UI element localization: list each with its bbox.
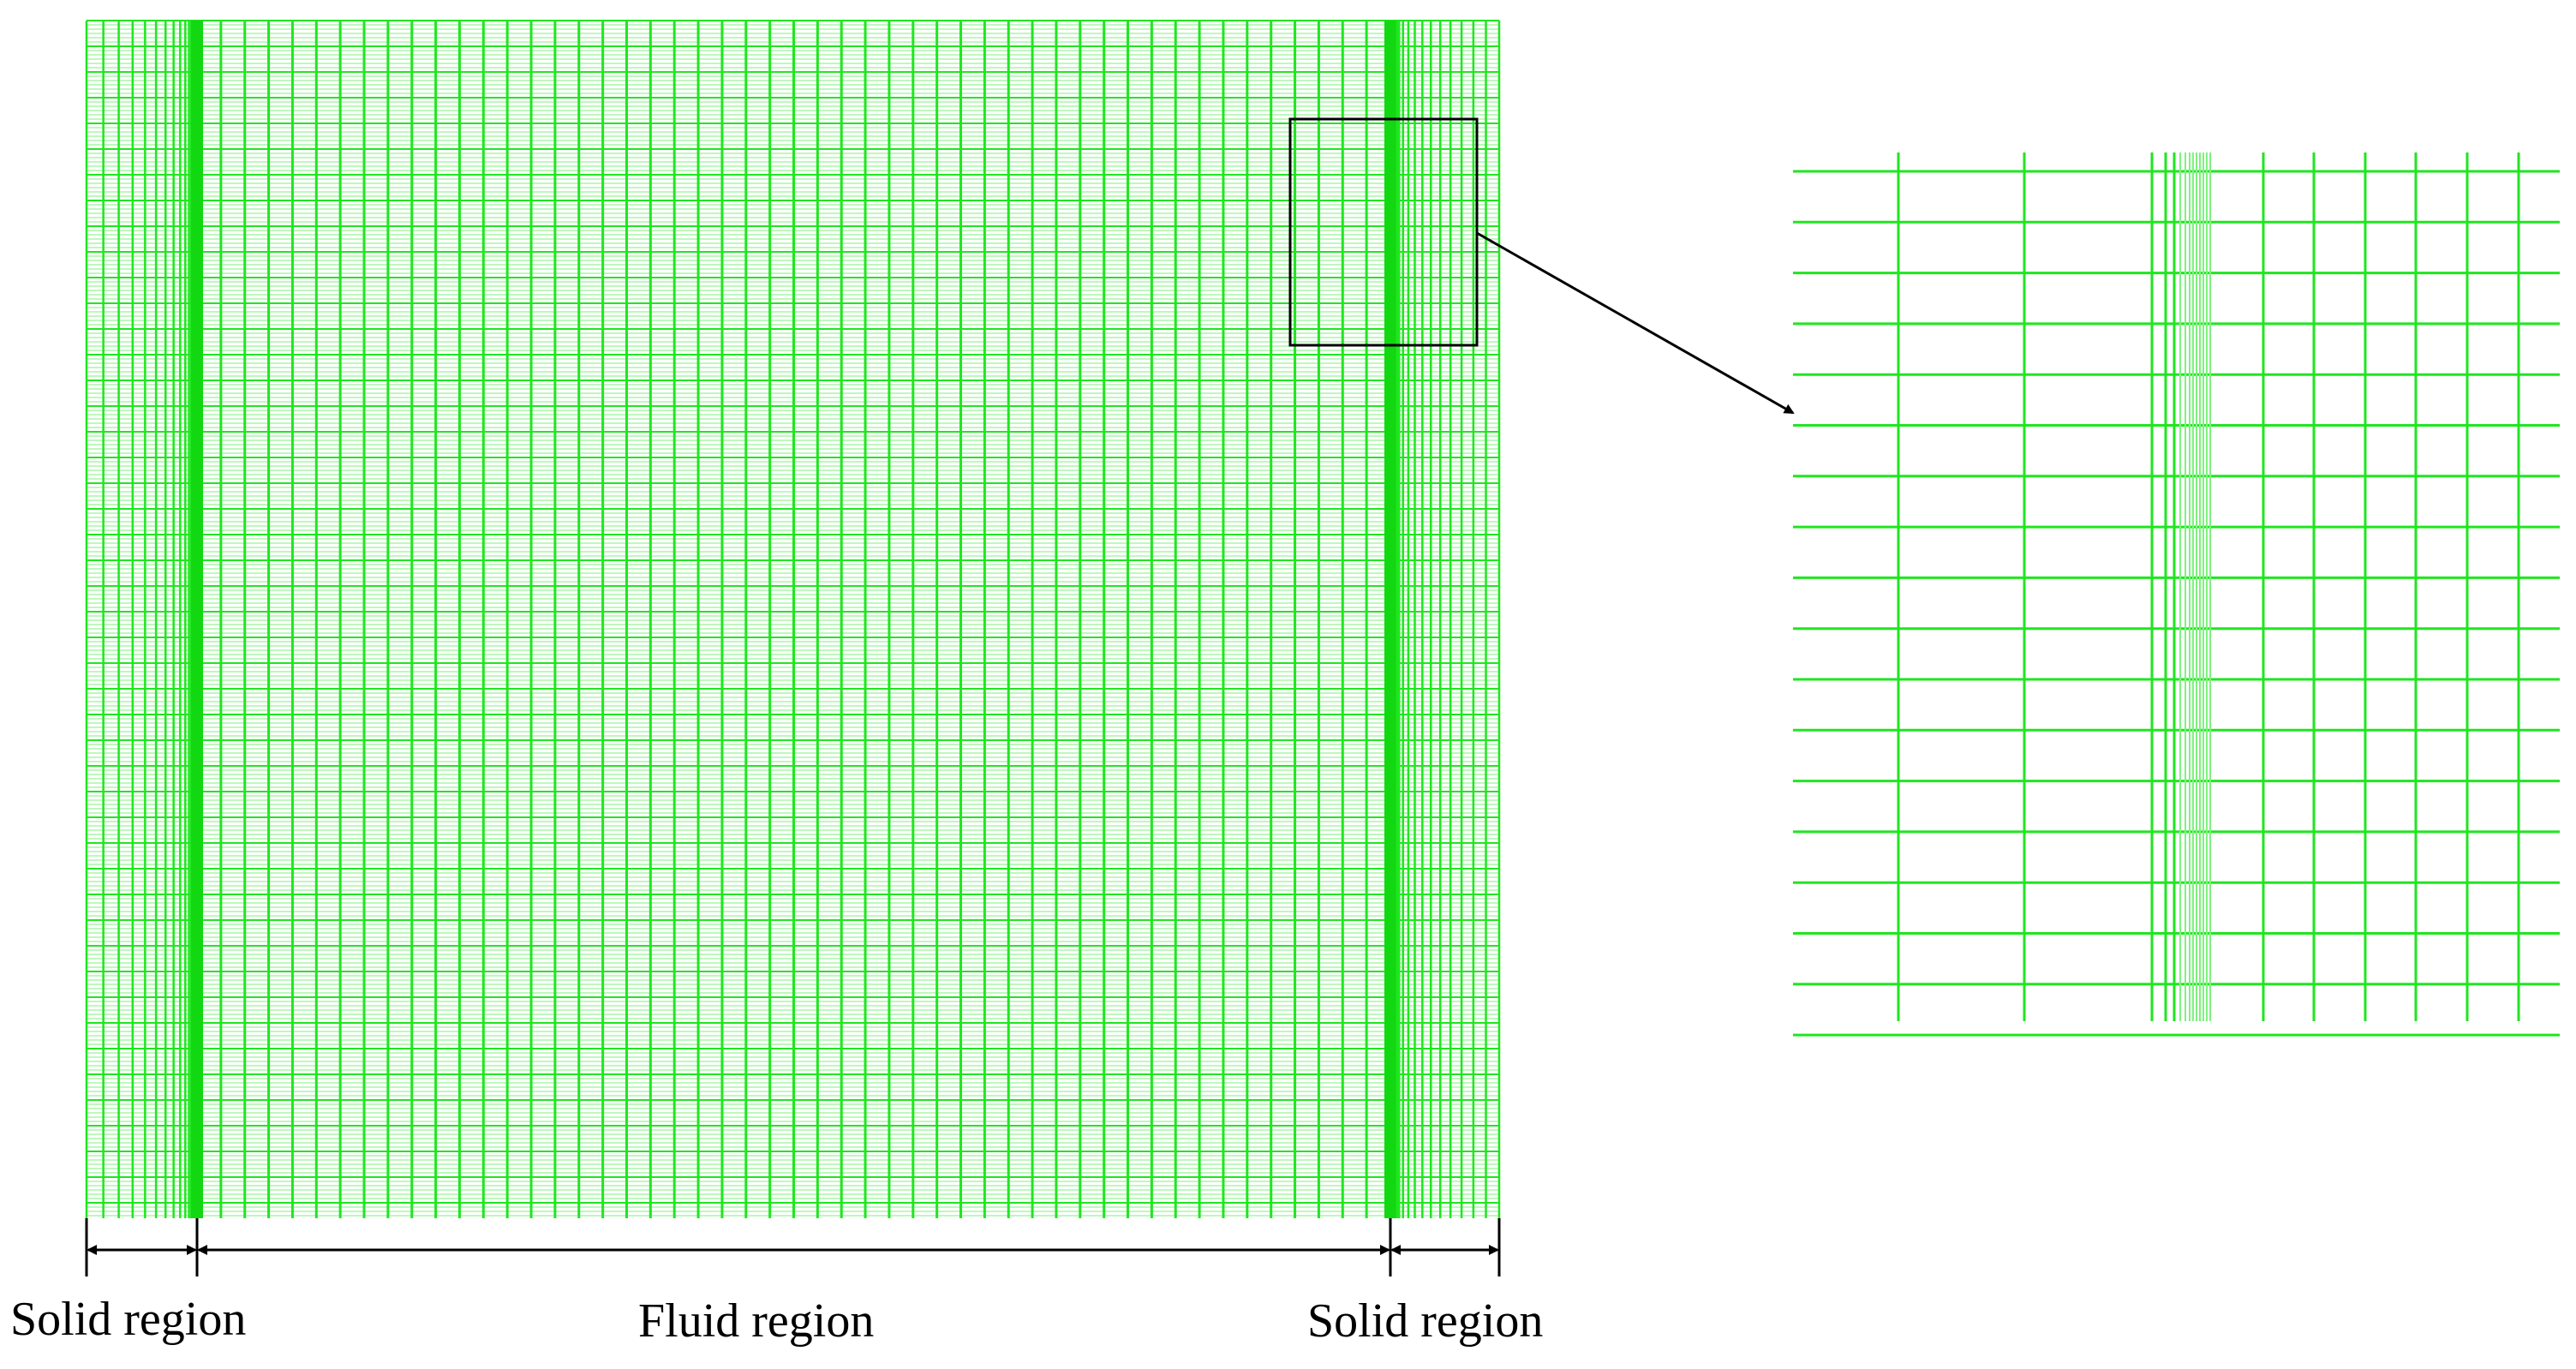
solid-region-right-label: Solid region xyxy=(1307,1294,1544,1348)
zoomed-mesh-grid xyxy=(1793,152,2560,1037)
main-mesh-grid xyxy=(85,20,1501,1218)
zoom-pointer-arrow xyxy=(1476,231,1795,415)
zoom-box xyxy=(1288,117,1479,347)
solid-region-left-label: Solid region xyxy=(10,1293,247,1346)
fluid-region-label: Fluid region xyxy=(638,1294,875,1348)
region-dimension-lines xyxy=(85,1218,1501,1276)
